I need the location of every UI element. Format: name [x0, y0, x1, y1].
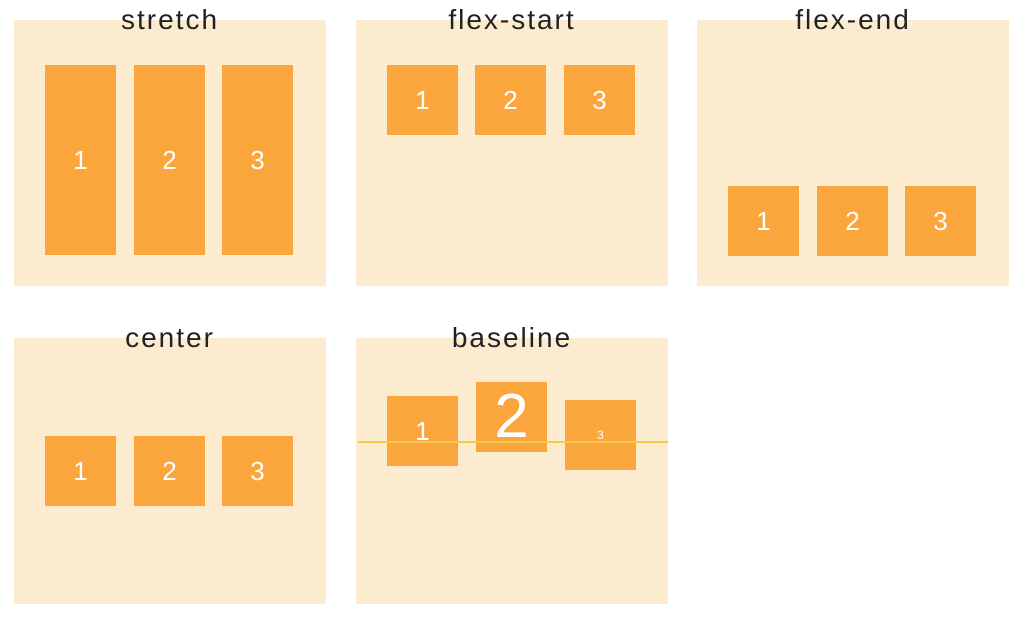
stretch-item-2: 2: [134, 65, 205, 255]
item-label: 1: [756, 206, 771, 236]
panel-title-flex-end: flex-end: [795, 4, 911, 35]
panel-center: 1 2 3: [14, 338, 326, 604]
panel-baseline: 1 2 3: [356, 338, 668, 604]
baseline-item-1: 1: [387, 396, 458, 466]
flex-start-item-1: 1: [387, 65, 458, 135]
baseline-item-3: 3: [565, 400, 636, 470]
flex-start-item-2: 2: [475, 65, 546, 135]
item-label: 1: [73, 456, 88, 486]
item-label: 2: [162, 456, 177, 486]
stretch-item-1: 1: [45, 65, 116, 255]
item-label: 3: [592, 85, 607, 115]
item-label: 3: [250, 456, 265, 486]
panel-flex-start: 1 2 3: [356, 20, 668, 286]
panel-flex-end: 1 2 3: [697, 20, 1009, 286]
item-label: 1: [415, 416, 430, 446]
item-label: 1: [73, 145, 88, 175]
panel-title-stretch: stretch: [120, 4, 220, 35]
panel-title-flex-start: flex-start: [448, 4, 576, 35]
item-label: 3: [250, 145, 265, 175]
center-item-3: 3: [222, 436, 293, 506]
baseline-item-2: 2: [476, 382, 547, 452]
flex-end-item-3: 3: [905, 186, 976, 256]
item-label: 2: [162, 145, 177, 175]
center-item-1: 1: [45, 436, 116, 506]
flex-end-item-1: 1: [728, 186, 799, 256]
item-label: 1: [415, 85, 430, 115]
baseline-guide-line: [358, 441, 668, 443]
item-label: 2: [845, 206, 860, 236]
panel-title-baseline: baseline: [451, 322, 573, 353]
center-item-2: 2: [134, 436, 205, 506]
item-label: 2: [494, 382, 529, 451]
item-label: 3: [933, 206, 948, 236]
flex-end-item-2: 2: [817, 186, 888, 256]
panel-title-center: center: [125, 322, 215, 353]
panel-stretch: 1 2 3: [14, 20, 326, 286]
item-label: 3: [597, 428, 604, 442]
stretch-item-3: 3: [222, 65, 293, 255]
flex-start-item-3: 3: [564, 65, 635, 135]
item-label: 2: [503, 85, 518, 115]
